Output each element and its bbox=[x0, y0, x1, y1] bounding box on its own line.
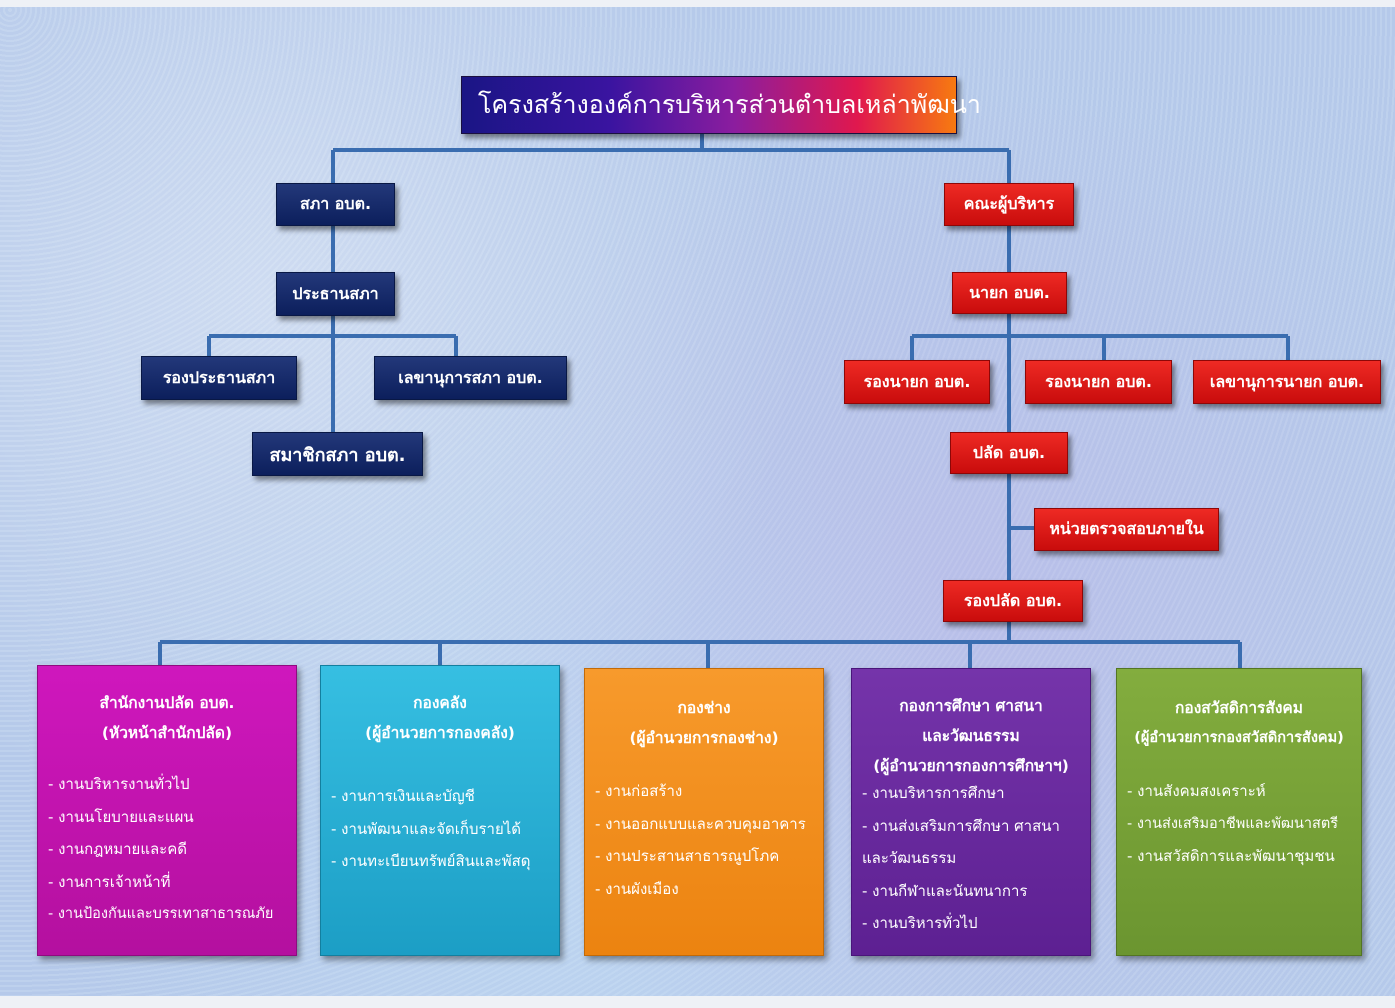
department-task-item: - งานบริหารการศึกษา bbox=[862, 784, 1005, 802]
department-card-engineering: กองช่าง (ผู้อำนวยการกองช่าง) - งานก่อสร้… bbox=[584, 668, 824, 956]
deputy-clerk-label: รองปลัด อบต. bbox=[963, 590, 1063, 610]
department-task-list: - งานบริหารงานทั่วไป - งานนโยบายและแผน -… bbox=[48, 768, 286, 931]
council-secretary-label: เลขานุการสภา อบต. bbox=[398, 367, 543, 387]
council-chair-label: ประธานสภา bbox=[292, 283, 379, 303]
department-heading-line: กองการศึกษา ศาสนา bbox=[899, 697, 1043, 715]
council-members-label: สมาชิกสภา อบต. bbox=[269, 444, 406, 466]
department-card-social-welfare: กองสวัสดิการสังคม (ผู้อำนวยการกองสวัสดิก… bbox=[1116, 668, 1362, 956]
council-label: สภา อบต. bbox=[299, 194, 372, 213]
department-heading: สำนักงานปลัด อบต. (หัวหน้าสำนักปลัด) bbox=[48, 688, 286, 748]
department-task-item: - งานกฎหมายและคดี bbox=[48, 840, 188, 858]
deputy-mayor-label-2: รองนายก อบต. bbox=[1045, 371, 1152, 391]
department-heading-line: สำนักงานปลัด อบต. bbox=[99, 694, 235, 712]
mayor-secretary-box: เลขานุการนายก อบต. bbox=[1193, 360, 1381, 404]
department-task-list: - งานบริหารการศึกษา - งานส่งเสริมการศึกษ… bbox=[862, 777, 1080, 940]
department-heading: กองช่าง (ผู้อำนวยการกองช่าง) bbox=[595, 693, 813, 753]
deputy-clerk-box: รองปลัด อบต. bbox=[943, 580, 1083, 622]
council-box: สภา อบต. bbox=[276, 183, 395, 226]
department-card-education: กองการศึกษา ศาสนา และวัฒนธรรม (ผู้อำนวยก… bbox=[851, 668, 1091, 956]
department-task-item: - งานนโยบายและแผน bbox=[48, 807, 194, 826]
mayor-box: นายก อบต. bbox=[952, 272, 1067, 314]
department-heading: กองการศึกษา ศาสนา และวัฒนธรรม (ผู้อำนวยก… bbox=[862, 691, 1080, 781]
department-card-finance: กองคลัง (ผู้อำนวยการกองคลัง) - งานการเงิ… bbox=[320, 665, 560, 956]
department-heading: กองคลัง (ผู้อำนวยการกองคลัง) bbox=[331, 688, 549, 748]
vice-chair-label: รองประธานสภา bbox=[162, 367, 276, 387]
council-members-box: สมาชิกสภา อบต. bbox=[252, 432, 423, 476]
department-task-item: - งานออกแบบและควบคุมอาคาร bbox=[595, 814, 806, 833]
department-task-item: - งานส่งเสริมการศึกษา ศาสนา bbox=[862, 816, 1060, 835]
vice-chair-box: รองประธานสภา bbox=[141, 356, 297, 400]
department-card-clerk-office: สำนักงานปลัด อบต. (หัวหน้าสำนักปลัด) - ง… bbox=[37, 665, 297, 956]
department-task-item: - งานบริหารทั่วไป bbox=[862, 914, 978, 932]
department-task-item: - งานประสานสาธารณูปโภค bbox=[595, 847, 780, 865]
department-task-item: - งานก่อสร้าง bbox=[595, 782, 683, 800]
clerk-label: ปลัด อบต. bbox=[972, 442, 1046, 462]
department-task-list: - งานการเงินและบัญชี - งานพัฒนาและจัดเก็… bbox=[331, 780, 549, 878]
department-heading-line: (ผู้อำนวยการกองคลัง) bbox=[365, 724, 515, 742]
department-heading-line: (ผู้อำนวยการกองช่าง) bbox=[629, 729, 779, 747]
internal-audit-label: หน่วยตรวจสอบภายใน bbox=[1049, 519, 1204, 538]
mayor-secretary-label: เลขานุการนายก อบต. bbox=[1209, 371, 1365, 391]
department-task-item: - งานบริหารงานทั่วไป bbox=[48, 775, 190, 793]
department-heading-line: กองคลัง bbox=[413, 694, 467, 712]
department-heading-line: (ผู้อำนวยการกองการศึกษาฯ) bbox=[873, 757, 1069, 775]
department-task-item: - งานกีฬาและนันทนาการ bbox=[862, 881, 1028, 900]
deputy-mayor-box-1: รองนายก อบต. bbox=[844, 360, 990, 404]
bottom-frame-strip bbox=[0, 996, 1395, 1008]
internal-audit-box: หน่วยตรวจสอบภายใน bbox=[1034, 508, 1219, 551]
council-chair-box: ประธานสภา bbox=[276, 272, 395, 316]
deputy-mayor-label-1: รองนายก อบต. bbox=[863, 371, 971, 391]
department-task-item: - งานการเจ้าหน้าที่ bbox=[48, 872, 171, 891]
top-frame-strip bbox=[0, 0, 1395, 7]
department-heading-line: และวัฒนธรรม bbox=[922, 727, 1020, 745]
department-heading: กองสวัสดิการสังคม (ผู้อำนวยการกองสวัสดิก… bbox=[1127, 693, 1351, 753]
executive-box: คณะผู้บริหาร bbox=[944, 183, 1074, 226]
department-task-item: - งานสวัสดิการและพัฒนาชุมชน bbox=[1127, 847, 1335, 865]
department-task-list: - งานสังคมสงเคราะห์ - งานส่งเสริมอาชีพแล… bbox=[1127, 775, 1351, 873]
department-heading-line: กองช่าง bbox=[677, 699, 731, 717]
clerk-box: ปลัด อบต. bbox=[950, 432, 1068, 474]
executive-label: คณะผู้บริหาร bbox=[963, 194, 1055, 213]
department-task-item: - งานการเงินและบัญชี bbox=[331, 787, 475, 805]
department-task-item: - งานสังคมสงเคราะห์ bbox=[1127, 782, 1266, 800]
department-task-item: - งานทะเบียนทรัพย์สินและพัสดุ bbox=[331, 852, 531, 870]
page-title-text: โครงสร้างองค์การบริหารส่วนตำบลเหล่าพัฒนา bbox=[478, 90, 981, 119]
department-task-item: - งานผังเมือง bbox=[595, 879, 679, 898]
deputy-mayor-box-2: รองนายก อบต. bbox=[1025, 360, 1172, 404]
department-heading-line: กองสวัสดิการสังคม bbox=[1175, 699, 1303, 717]
page-title: โครงสร้างองค์การบริหารส่วนตำบลเหล่าพัฒนา bbox=[461, 76, 981, 134]
department-task-item: และวัฒนธรรม bbox=[862, 849, 957, 867]
department-task-item: - งานส่งเสริมอาชีพและพัฒนาสตรี bbox=[1127, 815, 1339, 832]
department-task-item: - งานป้องกันและบรรเทาสาธารณภัย bbox=[48, 906, 274, 922]
department-task-list: - งานก่อสร้าง - งานออกแบบและควบคุมอาคาร … bbox=[595, 775, 813, 905]
department-heading-line: (ผู้อำนวยการกองสวัสดิการสังคม) bbox=[1134, 730, 1344, 746]
council-secretary-box: เลขานุการสภา อบต. bbox=[374, 356, 567, 400]
mayor-label: นายก อบต. bbox=[969, 282, 1050, 302]
department-heading-line: (หัวหน้าสำนักปลัด) bbox=[101, 724, 233, 742]
department-task-item: - งานพัฒนาและจัดเก็บรายได้ bbox=[331, 819, 522, 838]
